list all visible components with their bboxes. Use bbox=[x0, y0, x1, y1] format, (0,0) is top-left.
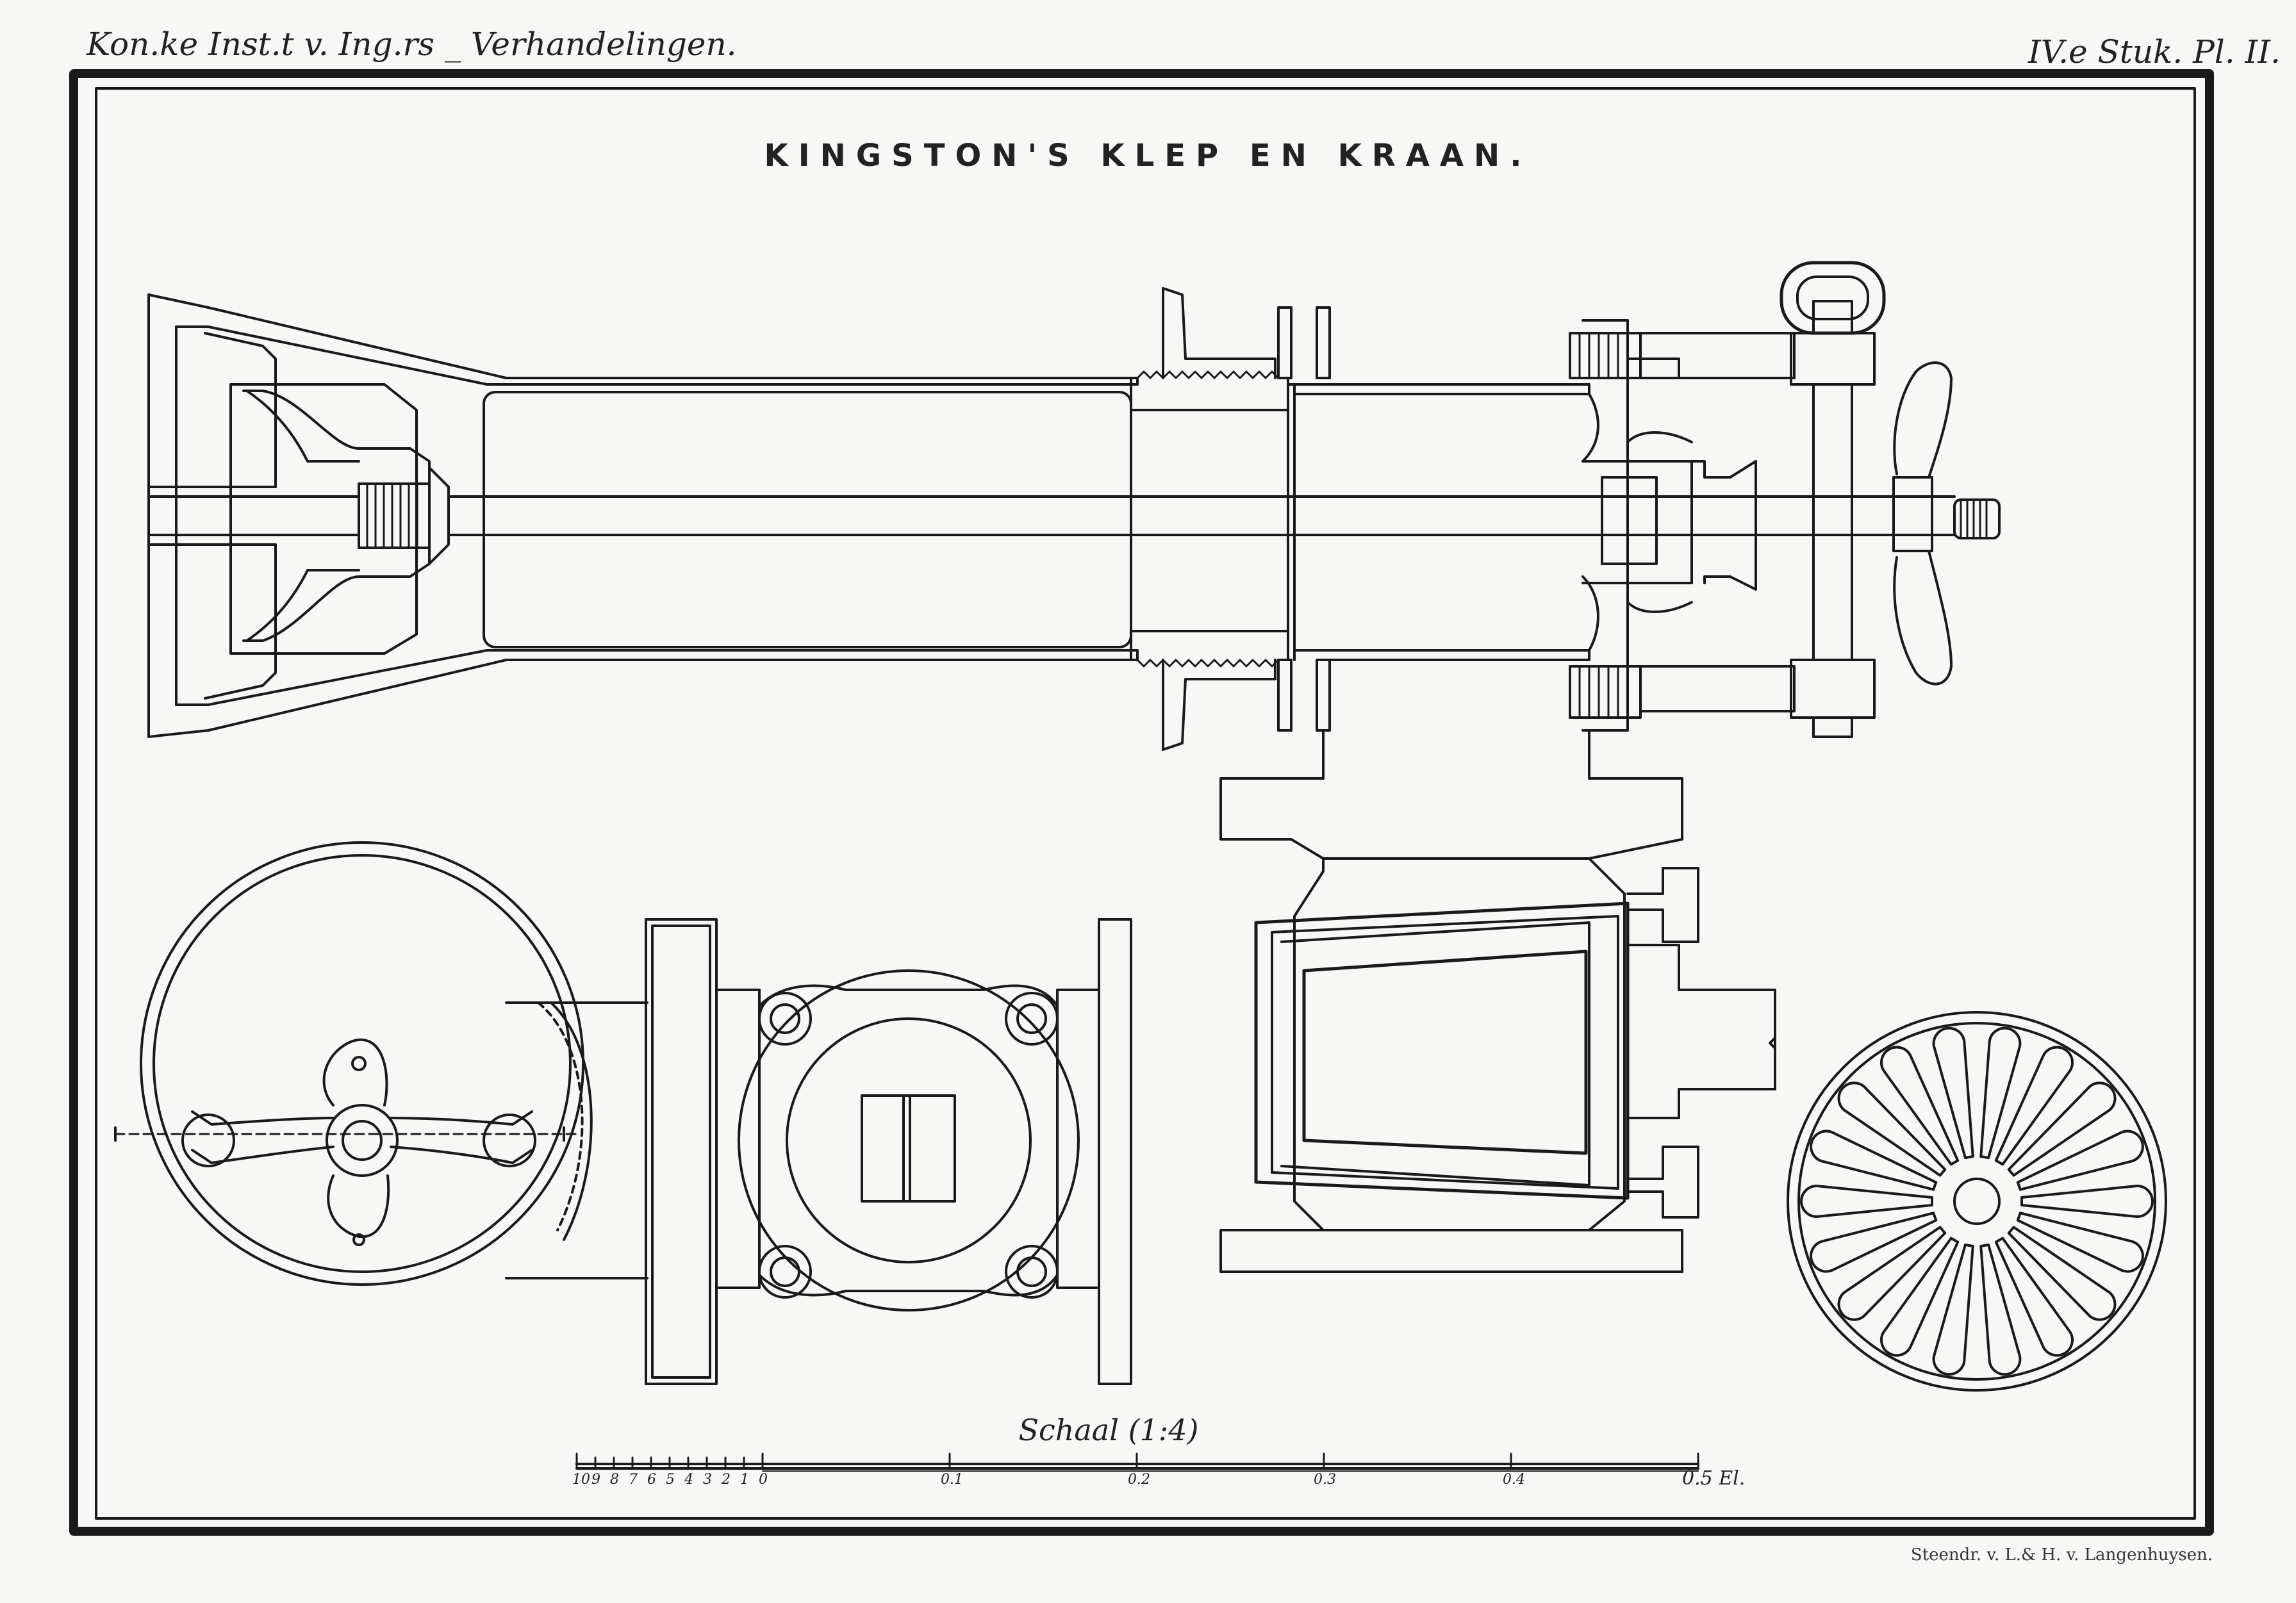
scale-tick-label: 6 bbox=[647, 1472, 656, 1488]
strainer-slot bbox=[1880, 1046, 1960, 1166]
strainer-slot bbox=[1837, 1081, 1947, 1177]
scale-tick-label: 9 bbox=[591, 1472, 600, 1488]
strainer-slot bbox=[1994, 1046, 2074, 1166]
handwheel-top-view bbox=[114, 841, 648, 1286]
scale-tick-label: 5 bbox=[666, 1472, 675, 1488]
strainer-slot bbox=[1810, 1130, 1938, 1191]
strainer-slot bbox=[2016, 1130, 2144, 1191]
drawing-title: KINGSTON'S KLEP EN KRAAN. bbox=[764, 138, 1532, 174]
scale-tick-label: 0.1 bbox=[941, 1472, 963, 1488]
strainer-slot bbox=[2007, 1081, 2117, 1177]
cock-body-section bbox=[1219, 729, 1776, 1273]
scale-tick-label: 7 bbox=[629, 1472, 638, 1488]
scale-tick-label: 10 bbox=[572, 1472, 590, 1488]
strainer-slot bbox=[1979, 1026, 2022, 1160]
scale-tick-label: 2 bbox=[722, 1472, 731, 1488]
strainer-slot bbox=[2020, 1185, 2154, 1218]
scale-label: Schaal (1:4) bbox=[1018, 1413, 1199, 1447]
scale-tick-label: 0.3 bbox=[1314, 1472, 1336, 1488]
strainer-slot bbox=[1800, 1185, 1933, 1218]
plate-number: IV.e Stuk. Pl. II. bbox=[2028, 33, 2281, 70]
strainer-slot bbox=[1932, 1243, 1974, 1376]
scale-tick-label: 4 bbox=[684, 1472, 693, 1488]
scale-bar bbox=[575, 1452, 1699, 1472]
strainer-slot bbox=[1994, 1237, 2074, 1357]
strainer-plate bbox=[1787, 1011, 2167, 1392]
scale-unit-label: 0.5 El. bbox=[1682, 1467, 1746, 1490]
scale-tick-label: 8 bbox=[610, 1472, 619, 1488]
plate-border bbox=[69, 69, 2214, 1536]
strainer-slot bbox=[2016, 1212, 2144, 1273]
lithographer-credit: Steendr. v. L.& H. v. Langenhuysen. bbox=[1910, 1545, 2213, 1565]
scale-tick-label: 1 bbox=[740, 1472, 749, 1488]
flanged-body-end-view bbox=[645, 918, 1132, 1385]
strainer-slot bbox=[1837, 1226, 1947, 1321]
scale-tick-label: 3 bbox=[703, 1472, 712, 1488]
strainer-slot bbox=[1880, 1237, 1960, 1357]
valve-longitudinal-section bbox=[147, 261, 2001, 751]
scale-tick-label: 0.2 bbox=[1128, 1472, 1150, 1488]
strainer-slot bbox=[2007, 1226, 2117, 1321]
scale-tick-label: 0.4 bbox=[1503, 1472, 1525, 1488]
strainer-slot bbox=[1979, 1243, 2022, 1376]
scale-tick-label: 0 bbox=[759, 1472, 768, 1488]
strainer-slot bbox=[1810, 1212, 1938, 1273]
journal-header: Kon.ke Inst.t v. Ing.rs _ Verhandelingen… bbox=[87, 26, 737, 63]
strainer-slot bbox=[1932, 1026, 1974, 1160]
